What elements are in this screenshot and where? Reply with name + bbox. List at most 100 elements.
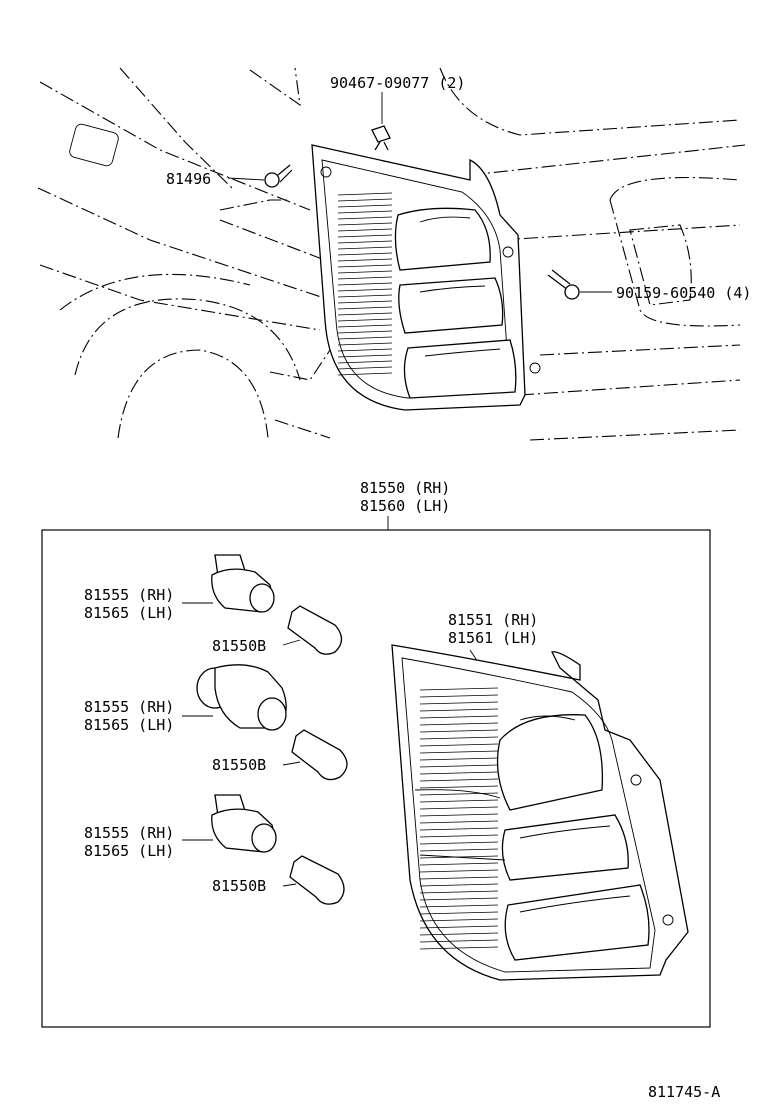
callout-socket1-lh: 81565 (LH): [84, 604, 174, 622]
bulb-1: [287, 605, 343, 655]
hatch-line: [419, 827, 499, 831]
exploded-view-frame: [41, 529, 711, 1028]
socket-1: [211, 554, 275, 613]
hatch-line: [337, 258, 393, 262]
hatch-line: [337, 276, 393, 280]
hatch-line: [419, 743, 499, 747]
hatch-line: [419, 890, 499, 894]
lens-texture-bottom: [419, 687, 499, 950]
callout-socket1-rh: 81555 (RH): [84, 586, 174, 604]
hatch-line: [419, 792, 499, 796]
hatch-line: [419, 848, 499, 852]
callout-bulb3: 81550B: [212, 877, 266, 895]
bulb-2: [291, 729, 348, 781]
hatch-line: [419, 715, 499, 719]
hatch-line: [337, 354, 393, 358]
diagram-id: 811745-A: [648, 1083, 720, 1101]
callout-pin: 81496: [166, 170, 211, 188]
hatch-line: [337, 270, 393, 274]
hatch-line: [337, 324, 393, 328]
hatch-line: [419, 757, 499, 761]
hatch-line: [337, 294, 393, 298]
hatch-line: [337, 192, 393, 196]
hatch-line: [337, 330, 393, 334]
callout-leaders-top: [227, 92, 612, 293]
hatch-line: [419, 771, 499, 775]
screw-fastener: [547, 269, 580, 300]
hatch-line: [419, 897, 499, 901]
bulb-3: [289, 855, 345, 905]
hatch-line: [337, 240, 393, 244]
hatch-line: [419, 729, 499, 733]
hatch-line: [419, 904, 499, 908]
hatch-line: [337, 306, 393, 310]
callout-clip: 90467-09077 (2): [330, 74, 465, 92]
hatch-line: [419, 834, 499, 838]
hatch-line: [419, 939, 499, 943]
lamp-lens-assembly: [391, 644, 689, 981]
callout-lens-lh: 81561 (LH): [448, 629, 538, 647]
hatch-line: [337, 252, 393, 256]
callout-bulb1: 81550B: [212, 637, 266, 655]
hatch-line: [419, 701, 499, 705]
callout-assembly-rh: 81550 (RH): [360, 479, 450, 497]
hatch-line: [419, 869, 499, 873]
hatch-line: [419, 806, 499, 810]
hatch-line: [337, 246, 393, 250]
hatch-line: [337, 366, 393, 370]
hatch-line: [419, 736, 499, 740]
hatch-line: [419, 841, 499, 845]
hatch-line: [419, 722, 499, 726]
hatch-line: [337, 318, 393, 322]
hatch-line: [337, 300, 393, 304]
hatch-line: [419, 883, 499, 887]
callout-assembly-lh: 81560 (LH): [360, 497, 450, 515]
socket-3: [211, 794, 277, 853]
hatch-line: [419, 764, 499, 768]
hatch-line: [337, 372, 393, 376]
hatch-line: [419, 946, 499, 950]
hatch-line: [419, 925, 499, 929]
callout-socket3-lh: 81565 (LH): [84, 842, 174, 860]
callout-socket2-rh: 81555 (RH): [84, 698, 174, 716]
hatch-line: [419, 750, 499, 754]
hatch-line: [337, 288, 393, 292]
hatch-line: [419, 918, 499, 922]
hatch-line: [419, 687, 499, 691]
hatch-line: [337, 348, 393, 352]
callout-screw: 90159-60540 (4): [616, 284, 751, 302]
hatch-line: [337, 282, 393, 286]
hatch-line: [419, 708, 499, 712]
hatch-line: [419, 932, 499, 936]
hatch-line: [419, 778, 499, 782]
hatch-line: [419, 799, 499, 803]
hatch-line: [419, 694, 499, 698]
hatch-line: [337, 222, 393, 226]
hatch-line: [337, 360, 393, 364]
socket-2: [196, 664, 287, 731]
hatch-line: [337, 228, 393, 232]
hatch-line: [419, 911, 499, 915]
callout-socket2-lh: 81565 (LH): [84, 716, 174, 734]
hatch-line: [337, 204, 393, 208]
hatch-line: [337, 198, 393, 202]
hatch-line: [419, 862, 499, 866]
callout-socket3-rh: 81555 (RH): [84, 824, 174, 842]
hatch-line: [337, 264, 393, 268]
pin-fastener: [264, 164, 293, 188]
installed-lamp: [311, 144, 541, 411]
hatch-line: [337, 336, 393, 340]
hatch-line: [337, 210, 393, 214]
hatch-line: [337, 312, 393, 316]
hatch-line: [337, 342, 393, 346]
clip-fastener: [371, 125, 391, 151]
vehicle-body-outline: [37, 67, 746, 441]
callout-bulb2: 81550B: [212, 756, 266, 774]
hatch-line: [419, 876, 499, 880]
hatch-line: [337, 234, 393, 238]
hatch-line: [419, 820, 499, 824]
hatch-line: [337, 216, 393, 220]
callout-lens-rh: 81551 (RH): [448, 611, 538, 629]
lens-texture-top: [337, 192, 393, 376]
